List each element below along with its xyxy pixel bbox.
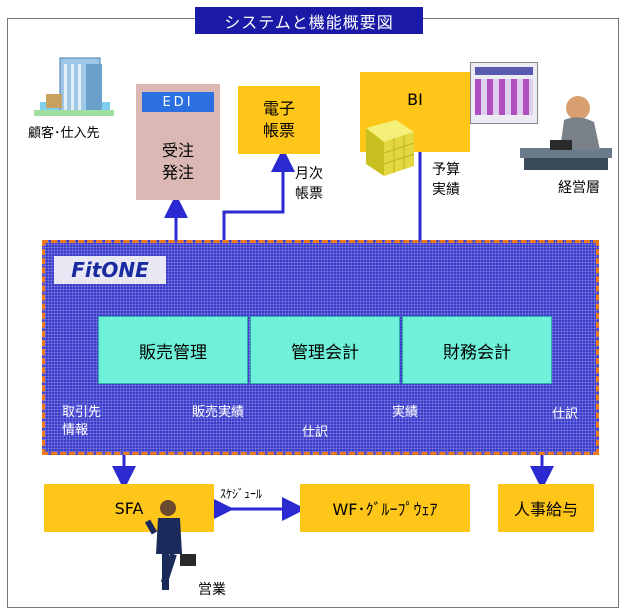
module-financial-accounting: 財務会計: [402, 316, 552, 384]
monthly-line2: 帳票: [295, 186, 323, 202]
module-sales-management: 販売管理: [98, 316, 248, 384]
schedule-label: ｽｹｼﾞｭｰﾙ: [220, 487, 263, 501]
monthly-line1: 月次: [295, 166, 323, 182]
order-box-text: 受注 発注: [136, 140, 220, 184]
bi-screen-icon: [470, 62, 538, 124]
hr-payroll-box: 人事給与: [498, 484, 594, 532]
budget-line2: 実績: [432, 182, 460, 198]
salesperson-icon: [144, 500, 196, 590]
order-place-label: 発注: [161, 163, 194, 182]
sales-result-label: 販売実績: [192, 405, 245, 420]
executive-icon: [520, 96, 612, 170]
wf-groupware-box: WF･ｸﾞﾙｰﾌﾟｳｪｱ: [300, 484, 470, 532]
budget-label: 予算 実績: [432, 160, 460, 200]
fitone-logo: FitONE: [54, 256, 166, 284]
module-management-accounting: 管理会計: [250, 316, 400, 384]
diagram-title: システムと機能概要図: [195, 7, 423, 34]
customer-label: 顧客･仕入先: [28, 126, 100, 141]
bi-label: BI: [407, 90, 423, 109]
trade-info-line1: 取引先: [62, 405, 102, 420]
edi-label: EDI: [142, 92, 214, 112]
journal-center-label: 仕訳: [302, 425, 329, 440]
result-label: 実績: [392, 405, 419, 420]
monthly-report-label: 月次 帳票: [295, 164, 323, 204]
epaper-box: 電子 帳票: [238, 86, 320, 154]
epaper-line1: 電子: [262, 99, 295, 118]
building-icon: [34, 57, 114, 116]
cube-icon: [366, 120, 415, 176]
journal-right-label: 仕訳: [552, 407, 579, 422]
order-receive-label: 受注: [161, 141, 194, 160]
trade-info-line2: 情報: [62, 423, 89, 438]
epaper-line2: 帳票: [262, 121, 295, 140]
trade-info-label: 取引先 情報: [62, 404, 101, 440]
sales-label: 営業: [198, 582, 226, 598]
budget-line1: 予算: [432, 162, 460, 178]
sfa-box: SFA: [44, 484, 214, 532]
executive-label: 経営層: [558, 180, 600, 196]
